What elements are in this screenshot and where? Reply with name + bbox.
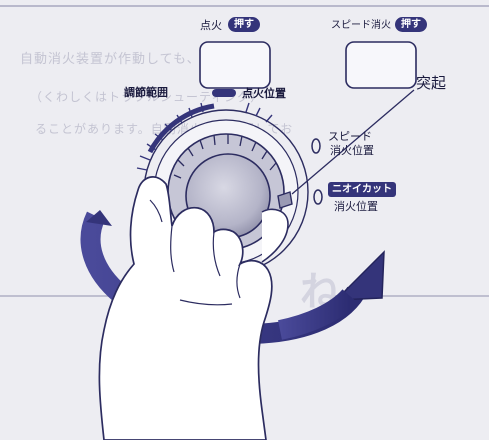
speed-extinguish-button-shape — [345, 41, 417, 89]
speed-extinguish-button-label: スピード消火 — [331, 20, 391, 31]
ignite-button-shape — [199, 41, 271, 89]
hand-thumb — [261, 208, 289, 263]
ignite-push-badge: 押す — [228, 17, 260, 32]
ignite-button-label: 点火 — [200, 19, 222, 32]
adjustment-range-label: 調節範囲 — [124, 86, 168, 99]
hand — [98, 176, 273, 440]
ignite-position-label: 点火位置 — [242, 87, 286, 100]
range-arc — [147, 103, 215, 154]
speed-extinguish-button[interactable] — [346, 42, 416, 88]
odor-cut-lamp — [313, 189, 323, 205]
ignite-position-marker — [212, 89, 236, 97]
ignite-button[interactable] — [200, 42, 270, 88]
protrusion-leader-line — [291, 89, 415, 195]
knob-protrusion — [277, 191, 293, 209]
speed-extinguish-lamp — [311, 138, 321, 154]
hand-creases — [149, 199, 241, 306]
range-ticks — [136, 102, 273, 171]
knob-grip-ridges — [173, 134, 277, 179]
speed-extinguish-position-label-2: 消火位置 — [330, 144, 374, 157]
rotation-arrow-front — [277, 289, 358, 340]
rotation-arrow-head — [334, 250, 385, 301]
rotation-arrow-tail — [86, 210, 112, 226]
odor-cut-badge: ニオイカット — [328, 182, 396, 197]
speed-extinguish-push-badge: 押す — [395, 17, 427, 32]
protrusion-callout: 突起 — [416, 74, 447, 92]
background-text-line-2: （くわしくはトラブルシューティング） — [30, 90, 264, 104]
speed-extinguish-position-label-1: スピード — [328, 130, 372, 143]
dial-knob[interactable] — [168, 134, 284, 250]
odor-cut-position-label: 消火位置 — [334, 200, 378, 213]
